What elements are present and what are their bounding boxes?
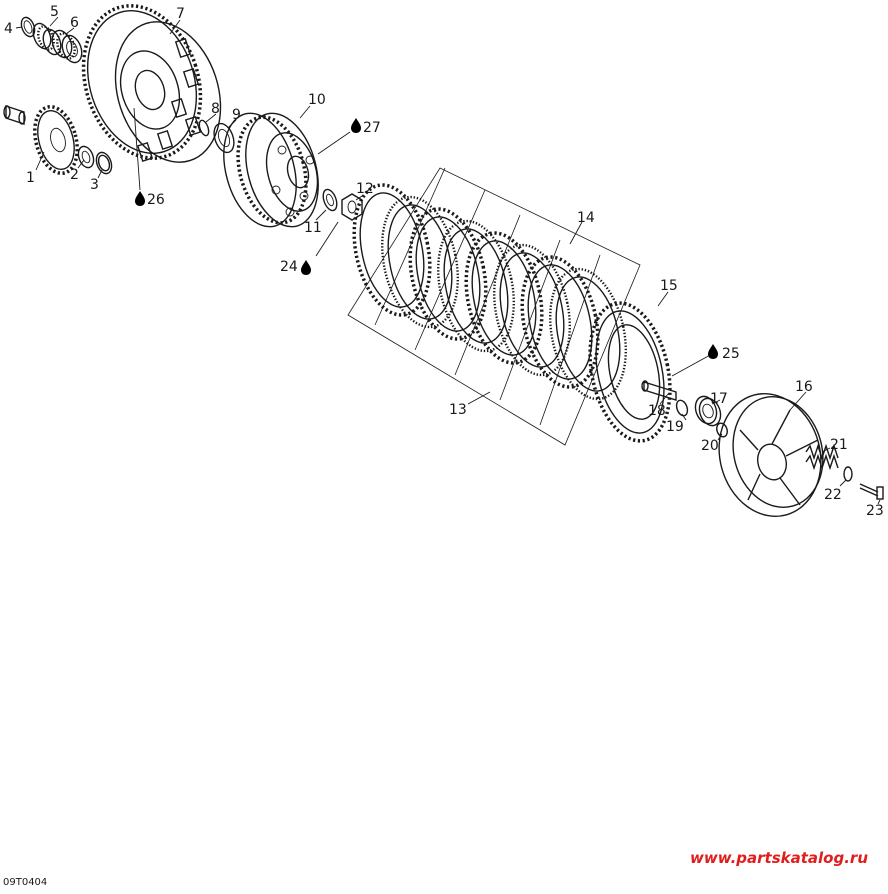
callout-8: 8: [211, 101, 220, 117]
lubricant-25: 25: [708, 344, 740, 362]
part-20-circlip[interactable]: [715, 422, 729, 439]
callout-1: 1: [26, 170, 35, 186]
part-4-washer[interactable]: [19, 16, 37, 39]
oil-drop-icon: [351, 118, 361, 133]
part-10-clutch-hub[interactable]: [212, 105, 330, 235]
part-22-washer[interactable]: [843, 466, 853, 482]
part-17-bearing[interactable]: [692, 393, 724, 428]
part-18-push-rod[interactable]: [641, 380, 677, 401]
part-8-washer[interactable]: [198, 119, 211, 137]
lubricant-label-27: 27: [363, 120, 381, 136]
callout-22: 22: [824, 487, 842, 503]
lubricant-27: 27: [351, 118, 381, 136]
callout-16: 16: [795, 379, 813, 395]
part-6-bushing[interactable]: [49, 28, 85, 65]
watermark-link[interactable]: www.partskatalog.ru: [689, 849, 868, 867]
part-9-thrust-washer[interactable]: [210, 121, 237, 155]
callout-labels: 1 2 3 4 5 6 7 8 9 10 11 12 13 14 15 16 1…: [4, 4, 884, 519]
callout-11: 11: [304, 220, 322, 236]
callout-14: 14: [577, 210, 595, 226]
lubricant-24: 24: [280, 259, 311, 275]
callout-20: 20: [701, 438, 719, 454]
callout-15: 15: [660, 278, 678, 294]
callout-17: 17: [710, 391, 728, 407]
callout-3: 3: [90, 177, 99, 193]
part-7-clutch-housing[interactable]: [65, 0, 238, 176]
callout-23: 23: [866, 503, 884, 519]
oil-drop-icon: [708, 344, 718, 359]
lubricant-label-26: 26: [147, 192, 165, 208]
figure-code: 09T0404: [3, 877, 48, 888]
part-1-drive-gear[interactable]: [3, 102, 84, 178]
lubricant-label-25: 25: [722, 346, 740, 362]
part-2-washer[interactable]: [76, 144, 97, 169]
part-23-bolt[interactable]: [859, 483, 884, 500]
callout-18: 18: [648, 403, 666, 419]
lubricant-26: 26: [135, 191, 165, 208]
oil-drop-icon: [301, 260, 311, 275]
part-21-spring[interactable]: [805, 443, 839, 471]
callout-2: 2: [70, 167, 79, 183]
callout-9: 9: [232, 107, 241, 123]
plate-group-frame: [347, 167, 641, 446]
callout-4: 4: [4, 21, 13, 37]
part-3-ring[interactable]: [94, 150, 115, 175]
part-5-needle-bearing[interactable]: [30, 21, 64, 57]
part-19-washer[interactable]: [675, 399, 690, 417]
callout-10: 10: [308, 92, 326, 108]
part-12-nut[interactable]: [341, 193, 363, 221]
callout-21: 21: [830, 437, 848, 453]
callout-13: 13: [449, 402, 467, 418]
oil-drop-icon: [135, 191, 145, 206]
callout-6: 6: [70, 15, 79, 31]
callout-7: 7: [176, 6, 185, 22]
lubricant-label-24: 24: [280, 259, 298, 275]
callout-5: 5: [50, 4, 59, 20]
callout-12: 12: [356, 181, 374, 197]
part-16-clutch-cover[interactable]: [706, 382, 835, 528]
leader-lines: [15, 16, 881, 505]
part-11-lock-washer[interactable]: [321, 188, 340, 213]
callout-19: 19: [666, 419, 684, 435]
clutch-plate-stack[interactable]: [343, 178, 682, 448]
